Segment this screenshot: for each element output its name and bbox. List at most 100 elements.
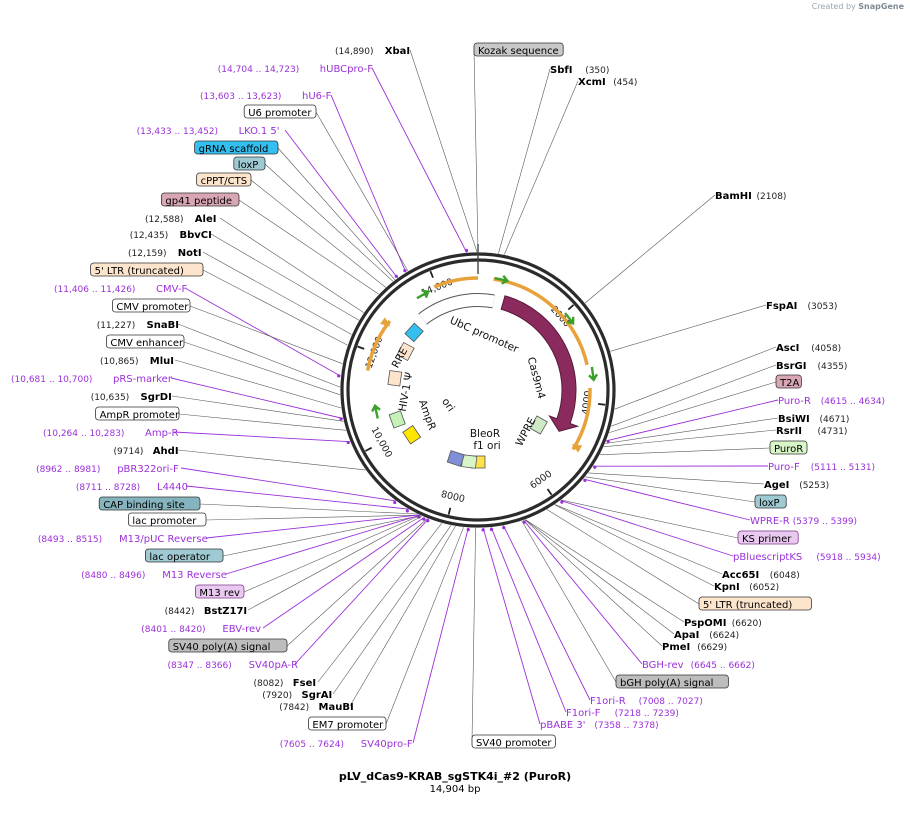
ampr-feature[interactable] [388,410,406,429]
leader-line [498,68,551,254]
feature-label[interactable]: CMV promoter [112,298,191,313]
leader-line [315,111,409,272]
feature-label[interactable]: ApaI(6624) [674,630,739,641]
ori-feature[interactable] [402,425,422,445]
feature-label[interactable]: AhdI(9714) [114,446,179,457]
feature-label[interactable]: XbaI(14,890) [335,46,410,57]
feature-label[interactable]: M13/pUC Reverse(8493 .. 8515) [38,534,208,545]
feature-label[interactable]: loxP [233,156,266,171]
feature-label[interactable]: gp41 peptide [160,192,240,207]
feature-label[interactable]: lac promoter [127,512,207,527]
feature-label[interactable]: loxP [754,494,787,509]
feature-label-text: BbvCI [180,230,212,241]
leader-line [170,377,344,419]
inner-feature-label: ori [439,396,457,414]
feature-label[interactable]: Puro-F(5111 .. 5131) [768,462,875,473]
feature-label[interactable]: F1ori-R(7008 .. 7027) [590,696,703,707]
feature-position-text: (350) [585,66,609,76]
feature-label[interactable]: FseI(8082) [254,678,317,689]
feature-label[interactable]: BbvCI(12,435) [130,230,212,241]
wpre-feature[interactable] [529,415,548,435]
feature-label[interactable]: cPPT/CTS [196,172,252,187]
feature-label[interactable]: RsrII(4731) [776,426,847,437]
feature-label[interactable]: AmpR promoter [95,406,180,421]
grna-feature[interactable] [404,322,424,343]
feature-label[interactable]: SgrAI(7920) [262,690,332,701]
feature-label[interactable]: AgeI(5253) [764,480,829,491]
feature-label[interactable]: MauBI(7842) [279,702,353,713]
feature-label[interactable]: bGH poly(A) signal [615,674,729,689]
feature-label[interactable]: PuroR [769,440,808,455]
feature-label[interactable]: SbfI(350) [550,65,609,76]
feature-label[interactable]: pRS-marker(10,681 .. 10,700) [11,374,173,385]
feature-label[interactable]: L4440(8711 .. 8728) [76,482,188,493]
feature-label[interactable]: KS primer [737,530,799,545]
feature-label[interactable]: Puro-R(4615 .. 4634) [778,396,885,407]
feature-label[interactable]: MluI(10,865) [100,356,174,367]
feature-label[interactable]: M13 rev [194,584,245,599]
feature-label[interactable]: gRNA scaffold [194,140,279,155]
feature-label[interactable]: pBR322ori-F(8962 .. 8981) [36,464,179,475]
feature-label[interactable]: WPRE-R(5379 .. 5399) [750,516,857,527]
primer-site-dot [583,478,587,482]
feature-label[interactable]: BstZ17I(8442) [165,606,248,617]
feature-label[interactable]: 5' LTR (truncated) [90,262,204,277]
feature-label[interactable]: Amp-R(10,264 .. 10,283) [43,428,179,439]
feature-label[interactable]: AscI(4058) [776,343,841,354]
feature-label[interactable]: FspAI(3053) [766,301,837,312]
feature-label[interactable]: M13 Reverse(8480 .. 8496) [81,570,227,581]
feature-label[interactable]: hU6-F(13,603 .. 13,623) [200,91,332,102]
feature-label[interactable]: LKO.1 5'(13,433 .. 13,452) [137,126,280,137]
feature-label[interactable]: PspOMI(6620) [684,618,762,629]
feature-label-text: SV40pA-R [249,660,298,671]
cas9m4-feature-arrow[interactable] [500,295,580,432]
feature-position-text: (14,704 .. 14,723) [218,65,299,75]
feature-label[interactable]: hUBCpro-F(14,704 .. 14,723) [218,64,373,75]
feature-label-text: XcmI [578,77,606,88]
feature-label[interactable]: SgrDI(10,635) [91,392,172,403]
feature-label[interactable]: CAP binding site [98,496,201,511]
feature-label[interactable]: PmeI(6629) [662,642,727,653]
feature-label[interactable]: SnaBI(11,227) [97,320,179,331]
feature-label[interactable]: SV40 poly(A) signal [168,638,288,653]
feature-label[interactable]: CMV enhancer [106,334,185,349]
feature-label[interactable]: pBABE 3'(7358 .. 7378) [540,720,659,731]
ubc-promoter-arrow[interactable] [418,294,495,324]
feature-label[interactable]: EM7 promoter [307,716,387,731]
feature-label[interactable]: BGH-rev(6645 .. 6662) [642,660,755,671]
feature-label-text: CMV enhancer [110,338,184,349]
rre-feature[interactable] [396,341,415,362]
feature-label-text: M13 rev [199,588,240,599]
feature-label[interactable]: KpnI(6052) [714,582,779,593]
feature-label[interactable]: AleI(12,588) [145,214,216,225]
feature-position-text: (4731) [818,427,848,437]
feature-label[interactable]: Acc65I(6048) [722,570,800,581]
feature-label[interactable]: EBV-rev(8401 .. 8420) [141,624,261,635]
feature-label[interactable]: CMV-F(11,406 .. 11,426) [54,284,187,295]
feature-label-text: WPRE-R [750,516,790,527]
leader-line [210,233,360,321]
feature-label[interactable]: T2A [775,374,802,389]
feature-label[interactable]: 5' LTR (truncated) [698,596,812,611]
feature-label-text: PmeI [662,642,690,653]
feature-label[interactable]: NotI(12,159) [128,248,202,259]
hiv-psi-feature[interactable] [387,370,403,387]
feature-label-text: FseI [293,678,316,689]
feature-label-box [196,172,252,187]
sv40-feature[interactable] [446,450,465,467]
feature-label[interactable]: F1ori-F(7218 .. 7239) [566,708,679,719]
feature-label[interactable]: SV40pro-F(7605 .. 7624) [280,739,413,750]
feature-label[interactable]: XcmI(454) [578,77,637,88]
feature-label[interactable]: SV40 promoter [471,734,556,749]
feature-label-text: gp41 peptide [165,196,232,207]
feature-label[interactable]: pBluescriptKS(5918 .. 5934) [733,552,881,563]
feature-label[interactable]: Kozak sequence [473,42,564,57]
feature-label[interactable]: U6 promoter [243,104,317,119]
feature-label[interactable]: SV40pA-R(8347 .. 8366) [168,660,299,671]
feature-position-text: (8480 .. 8496) [81,571,145,581]
leader-line [262,516,425,629]
feature-label[interactable]: lac operator [144,548,224,563]
feature-label[interactable]: BsrGI(4355) [776,361,847,372]
feature-label[interactable]: BsiWI(4671) [778,414,849,425]
feature-label[interactable]: BamHI(2108) [715,191,786,202]
